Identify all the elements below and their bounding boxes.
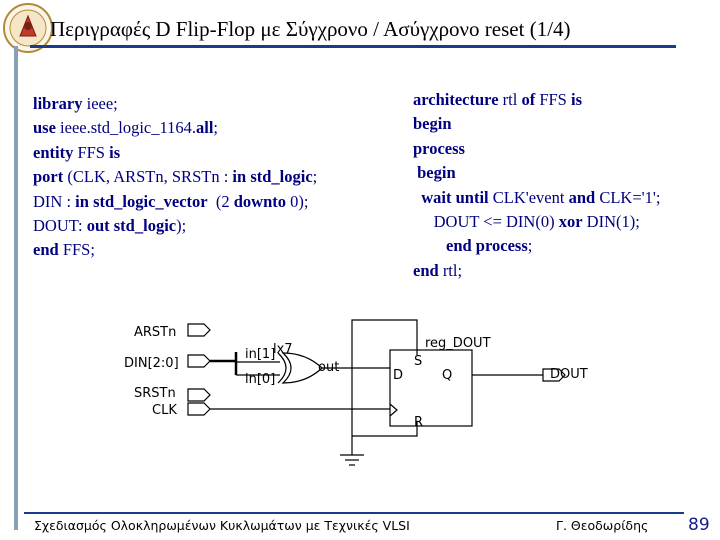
code-line: begin	[413, 161, 660, 185]
port-din-symbol	[187, 354, 211, 368]
code-line: use ieee.std_logic_1164.all;	[33, 116, 317, 140]
code-text: ieee.std_logic_1164.	[55, 118, 196, 138]
side-divider	[14, 46, 18, 530]
port-srstn-symbol	[187, 388, 211, 402]
reg-r-label: R	[414, 415, 423, 430]
code-text: );	[176, 216, 187, 236]
xor-name-label: lx7	[273, 342, 293, 357]
code-keyword: end	[413, 260, 439, 280]
code-keyword: in	[75, 191, 89, 211]
code-text: DIN(1);	[582, 212, 640, 232]
code-keyword: and	[568, 187, 596, 207]
xor-out-label: out	[318, 360, 339, 375]
code-line: entity FFS is	[33, 141, 317, 165]
code-line: end rtl;	[413, 259, 660, 283]
code-keyword: all	[196, 118, 214, 138]
code-text: ;	[527, 236, 533, 256]
code-keyword: architecture	[413, 90, 499, 109]
page-title: Περιγραφές D Flip-Flop με Σύγχρονο / Ασύ…	[50, 17, 571, 41]
xor-in1-label: in[1]	[245, 347, 275, 362]
code-text: (2	[207, 191, 234, 211]
code-keyword: end process	[413, 236, 528, 256]
register-box	[389, 349, 473, 427]
code-keyword: begin	[413, 114, 452, 134]
code-keyword: wait until	[413, 187, 489, 207]
code-keyword: std_logic	[250, 167, 313, 187]
code-text: rtl;	[438, 260, 463, 280]
port-clk-label: CLK	[152, 403, 177, 418]
code-text: DOUT:	[33, 216, 87, 236]
reg-d-label: D	[393, 368, 403, 383]
code-line: port (CLK, ARSTn, SRSTn : in std_logic;	[33, 165, 317, 189]
title-bar: Περιγραφές D Flip-Flop με Σύγχρονο / Ασύ…	[0, 0, 720, 60]
code-keyword: of	[521, 90, 536, 109]
code-keyword: std_logic	[113, 216, 177, 236]
code-keyword: in	[232, 167, 247, 187]
code-keyword: begin	[413, 163, 456, 183]
code-line: begin	[413, 112, 660, 136]
port-dout-label: DOUT	[550, 367, 588, 382]
reg-name-label: reg_DOUT	[425, 336, 491, 351]
code-keyword: out	[86, 216, 110, 236]
code-line: library ieee;	[33, 92, 317, 116]
code-text: ;	[213, 118, 219, 138]
code-text: DOUT <= DIN(0)	[413, 212, 559, 232]
code-text: CLK='1';	[595, 187, 661, 207]
code-text: DIN :	[33, 191, 76, 211]
code-text: CLK'event	[488, 187, 569, 207]
code-line: architecture rtl of FFS is	[413, 88, 660, 112]
code-keyword: entity	[33, 142, 74, 162]
code-text: 0);	[286, 191, 309, 211]
code-text: ieee;	[82, 94, 118, 113]
code-keyword: library	[33, 94, 83, 113]
reg-q-label: Q	[442, 368, 452, 383]
port-dout-symbol	[542, 368, 566, 382]
code-line: DOUT: out std_logic);	[33, 214, 317, 238]
code-keyword: end	[33, 240, 59, 260]
port-din-label: DIN[2:0]	[124, 356, 179, 371]
port-arstn-label: ARSTn	[134, 325, 176, 340]
code-keyword: process	[413, 138, 465, 158]
code-line: end process;	[413, 234, 660, 258]
code-keyword: is	[109, 142, 121, 162]
code-line: DOUT <= DIN(0) xor DIN(1);	[413, 210, 660, 234]
code-text: FFS	[73, 142, 110, 162]
entity-code-block: library ieee;use ieee.std_logic_1164.all…	[33, 92, 317, 263]
reg-s-label: S	[414, 354, 422, 369]
footer-course: Σχεδιασμός Ολοκληρωμένων Κυκλωμάτων με Τ…	[34, 518, 410, 533]
code-text: rtl	[498, 90, 522, 109]
port-arstn-symbol	[187, 323, 211, 337]
code-text: FFS;	[58, 240, 95, 260]
code-line: end FFS;	[33, 238, 317, 262]
code-keyword: downto	[233, 191, 287, 211]
port-srstn-label: SRSTn	[134, 386, 176, 401]
code-text: (CLK, ARSTn, SRSTn :	[63, 167, 233, 187]
xor-gate	[277, 352, 287, 384]
code-keyword: std_logic_vector	[93, 191, 208, 211]
title-underline	[30, 45, 676, 48]
code-line: wait until CLK'event and CLK='1';	[413, 186, 660, 210]
xor-in0-label: in[0]	[245, 372, 275, 387]
code-keyword: xor	[558, 212, 583, 232]
footer-rule	[24, 512, 684, 514]
code-keyword: is	[570, 90, 582, 109]
code-line: process	[413, 137, 660, 161]
code-text: ;	[312, 167, 318, 187]
page-number: 89	[688, 515, 710, 535]
code-text: FFS	[535, 90, 571, 109]
footer-author: Γ. Θεοδωρίδης	[556, 518, 649, 533]
port-clk-symbol	[187, 402, 211, 416]
rtl-schematic: ARSTn DIN[2:0] SRSTn CLK lx7 in[1] in[0]…	[124, 319, 588, 466]
code-line: DIN : in std_logic_vector (2 downto 0);	[33, 190, 317, 214]
code-keyword: port	[33, 167, 64, 187]
code-keyword: use	[33, 118, 56, 138]
university-seal-icon	[3, 3, 53, 53]
